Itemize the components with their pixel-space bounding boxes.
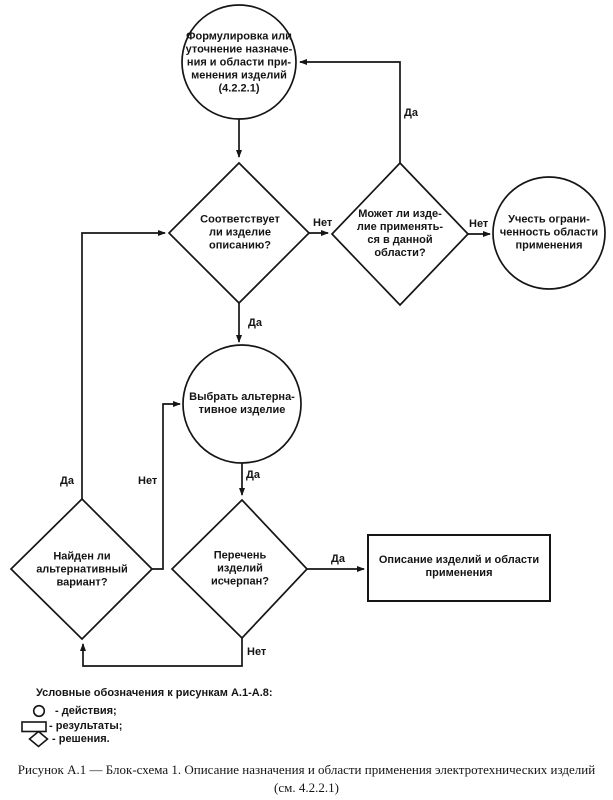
edge-label-yes-matches: Да [248,317,262,329]
edge-label-no-matches: Нет [313,217,333,229]
rectangle-icon [21,720,48,738]
legend-label-decisions: - решения. [52,733,110,745]
node-label-result-description: Описание изделий и области применения [378,554,540,579]
action-circle-account-limitation [492,176,606,290]
figure-caption-line2: (см. 4.2.2.1) [274,780,339,795]
arrow-list-exhausted-no-to-alternative-found [80,638,243,667]
edge-label-yes-alternative-found: Да [60,475,74,487]
legend-label-results: - результаты; [49,720,123,732]
node-label-can-apply: Может ли изде- лие применять- ся в данно… [356,208,444,259]
edge-label-yes-choose: Да [246,469,260,481]
edge-label-yes-list-exhausted: Да [331,553,345,565]
circle-icon [32,704,46,723]
node-label-account-limitation: Учесть ограни- ченность области применен… [499,213,599,252]
node-label-matches-description: Соответствует ли изделие описанию? [200,213,280,252]
flowchart-canvas [9,4,606,667]
diamond-icon [28,730,49,753]
arrow-alternative-found-no-to-choose [152,401,181,570]
node-label-formulate: Формулировка или уточнение назначе- ния … [185,30,293,95]
arrow-can-apply-yes-to-formulate [299,59,401,163]
arrow-alternative-found-yes-to-matches [81,230,166,499]
node-label-choose-alternative: Выбрать альтерна- тивное изделие [189,391,295,416]
edge-label-no-can-apply: Нет [469,218,489,230]
edge-label-no-list-exhausted: Нет [247,646,267,658]
legend-heading: Условные обозначения к рисункам А.1-А.8: [36,687,273,699]
node-label-list-exhausted: Перечень изделий исчерпан? [211,549,269,588]
node-label-alternative-found: Найден ли альтернативный вариант? [36,550,128,589]
decision-diamond-alternative-found [9,497,154,641]
result-rectangle-description [367,534,551,602]
edge-label-yes-feedback: Да [404,107,418,119]
figure-caption-line1: Рисунок А.1 — Блок-схема 1. Описание наз… [17,762,596,777]
edge-label-no-alternative-found: Нет [138,475,158,487]
decision-diamond-can-apply [330,161,470,307]
legend-label-actions: - действия; [55,705,117,717]
